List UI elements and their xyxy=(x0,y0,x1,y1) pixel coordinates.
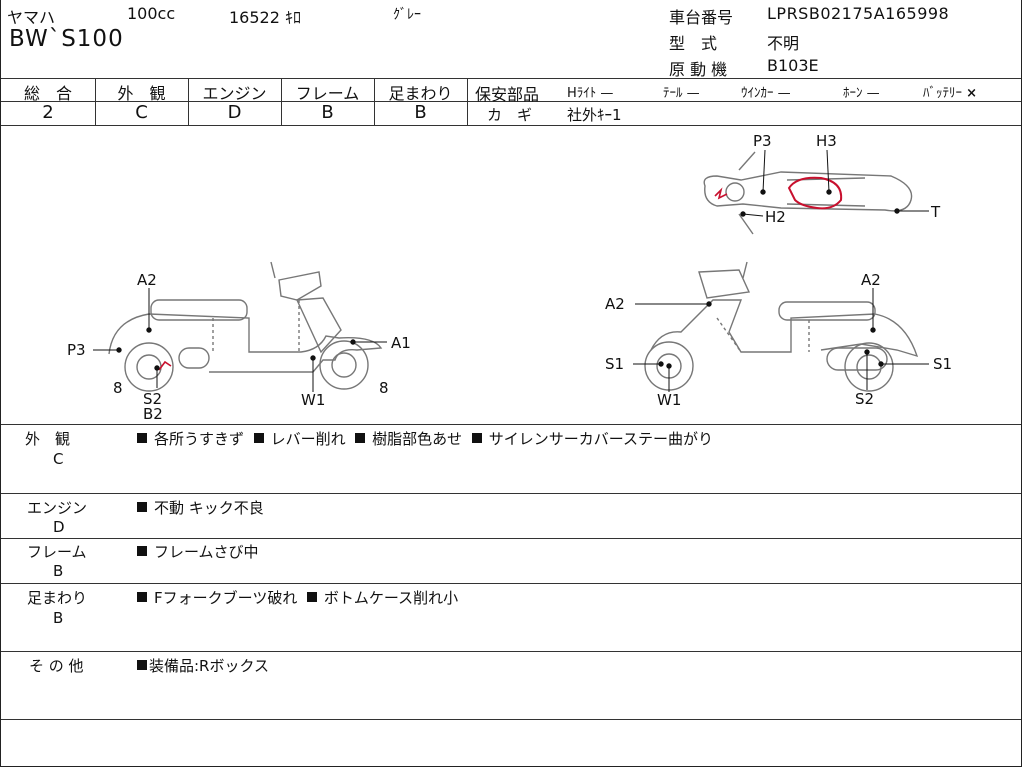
divider xyxy=(1,538,1021,539)
label-left-p3: P3 xyxy=(67,341,86,359)
safety-item-horn: ﾎｰﾝ — xyxy=(843,86,880,101)
divider xyxy=(1,583,1021,584)
grade-value-exterior: C xyxy=(135,102,148,123)
label-right-a2-front: A2 xyxy=(605,295,625,313)
maker: ヤマハ xyxy=(7,8,56,27)
grade-value-overall: 2 xyxy=(42,102,54,123)
divider xyxy=(1,78,1021,79)
frame-no-label: 車台番号 xyxy=(669,8,734,27)
key-value: 社外ｷｰ1 xyxy=(567,106,622,124)
mileage: 16522 ｷﾛ xyxy=(229,8,301,27)
grade-value-suspension: B xyxy=(414,102,427,123)
grade-label-suspension: 足まわり xyxy=(388,84,453,103)
label-right-w1: W1 xyxy=(657,391,681,409)
remark-category-other: そ の 他 xyxy=(29,657,84,675)
remark-items-other: 装備品:Rボックス xyxy=(137,655,269,676)
scooter-left-view xyxy=(108,261,383,392)
color: ｸﾞﾚｰ xyxy=(393,7,421,23)
damage-mark-top xyxy=(787,176,843,210)
remark-items-suspension: Fフォークブーツ破れ ボトムケース削れ小 xyxy=(137,587,458,608)
grade-label-engine: エンジン xyxy=(202,84,267,103)
label-right-s2: S2 xyxy=(855,390,874,408)
safety-item-winker: ｳｲﾝｶｰ — xyxy=(741,86,791,101)
label-right-s1-rear: S1 xyxy=(933,355,952,373)
safety-item-headlight: Hﾗｲﾄ — xyxy=(567,86,614,101)
label-left-8a: 8 xyxy=(113,379,123,397)
remark-grade-suspension: B xyxy=(53,609,64,627)
divider xyxy=(467,101,1021,102)
engine-label: 原 動 機 xyxy=(669,60,728,79)
remark-category-exterior: 外 観 xyxy=(25,430,71,448)
damage-mark-front xyxy=(714,187,728,200)
grade-label-overall: 総 合 xyxy=(23,84,72,103)
remark-category-suspension: 足まわり xyxy=(27,589,88,607)
label-left-w1: W1 xyxy=(301,391,325,409)
grade-value-engine: D xyxy=(227,102,242,123)
label-left-b2: B2 xyxy=(143,405,163,423)
remark-items-frame: フレームさび中 xyxy=(137,541,259,562)
grade-label-exterior: 外 観 xyxy=(117,84,166,103)
grade-value-frame: B xyxy=(321,102,334,123)
label-left-8b: 8 xyxy=(379,379,389,397)
remark-category-frame: フレーム xyxy=(27,543,87,561)
label-left-s2: S2 xyxy=(143,390,162,408)
label-left-a2: A2 xyxy=(137,271,157,289)
type-value: 不明 xyxy=(767,34,800,53)
safety-item-battery: ﾊﾞｯﾃﾘｰ × xyxy=(923,86,978,101)
divider xyxy=(1,719,1021,720)
remark-items-engine: 不動 キック不良 xyxy=(137,497,264,518)
remark-category-engine: エンジン xyxy=(27,499,88,517)
label-left-a1: A1 xyxy=(391,334,411,352)
label-top-h2: H2 xyxy=(765,208,786,226)
damage-mark-left xyxy=(158,360,172,371)
divider xyxy=(1,493,1021,494)
label-top-h3: H3 xyxy=(816,132,837,150)
remark-grade-exterior: C xyxy=(53,450,64,468)
key-label: カ ギ xyxy=(487,106,533,124)
remark-grade-frame: B xyxy=(53,562,64,580)
engine-value: B103E xyxy=(767,56,819,75)
remark-grade-engine: D xyxy=(53,518,65,536)
frame-no: LPRSB02175A165998 xyxy=(767,4,950,23)
label-top-t: T xyxy=(930,203,941,221)
type-label: 型 式 xyxy=(669,34,718,53)
label-top-p3: P3 xyxy=(753,132,772,150)
model-name: BW`S100 xyxy=(9,26,124,52)
divider xyxy=(1,101,467,102)
divider xyxy=(1,125,1021,126)
scooter-top-view xyxy=(703,151,913,235)
label-right-s1-front: S1 xyxy=(605,355,624,373)
label-right-a2-rear: A2 xyxy=(861,271,881,289)
safety-label: 保安部品 xyxy=(475,85,540,104)
damage-diagram: A2 P3 A1 W1 S2 B2 8 8 A2 A2 S1 S1 W1 S2 … xyxy=(67,132,952,423)
displacement: 100cc xyxy=(127,4,176,23)
divider xyxy=(1,651,1021,652)
safety-item-tail: ﾃｰﾙ — xyxy=(663,86,700,101)
grade-label-frame: フレーム xyxy=(295,84,360,103)
divider xyxy=(1,424,1021,425)
remark-items-exterior: 各所うすきず レバー削れ 樹脂部色あせ サイレンサーカバーステー曲がり xyxy=(137,428,713,449)
